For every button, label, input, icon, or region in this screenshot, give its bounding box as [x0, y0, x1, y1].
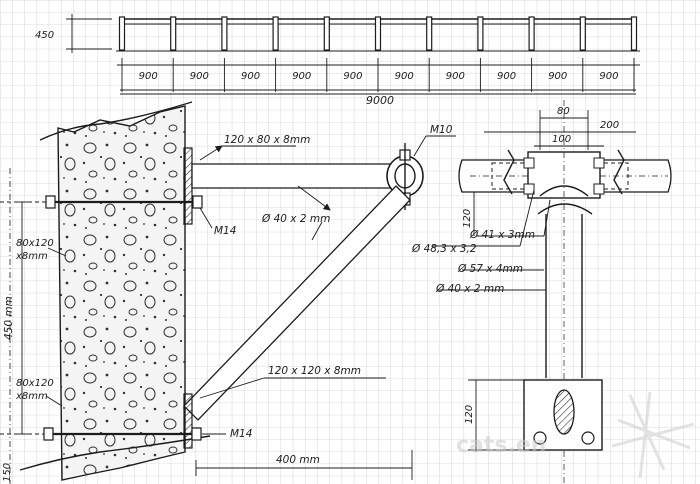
- span-label: 900: [497, 71, 516, 82]
- rail-post: [221, 16, 228, 51]
- plate-left-top-line2: x8mm: [15, 251, 48, 262]
- detail-dim-80: 80: [557, 106, 570, 117]
- clamp-label: M10: [430, 124, 453, 136]
- bolt-top-label: M14: [214, 225, 236, 237]
- concrete-wall: [57, 105, 186, 481]
- span-label: 900: [190, 71, 209, 82]
- plate-bottom-label: 120 x 120 x 8mm: [268, 365, 361, 377]
- detail-dim-120-vertical: 120: [462, 209, 473, 228]
- detail-dim-100: 100: [552, 134, 571, 145]
- bottom-anchor-plate: [183, 393, 193, 449]
- length-label: 400 mm: [276, 454, 320, 466]
- rail-post: [477, 16, 484, 51]
- tube-40-label: Ø 40 x 2 mm: [435, 283, 504, 295]
- plate-left-top-line1: 80x120: [16, 238, 54, 249]
- plate-top-label: 120 x 80 x 8mm: [224, 134, 310, 146]
- span-label: 900: [139, 71, 158, 82]
- span-label: 900: [599, 71, 618, 82]
- rail-post: [118, 16, 126, 51]
- rail-post: [323, 16, 330, 51]
- bolt-bottom-label: M14: [230, 428, 252, 440]
- rail-height-label: 450: [35, 30, 54, 41]
- rail-post: [272, 16, 279, 51]
- span-label: 900: [241, 71, 260, 82]
- detail-dim-200: 200: [600, 120, 619, 131]
- span-label: 900: [292, 71, 311, 82]
- plate-left-bottom-line2: x8mm: [15, 391, 48, 402]
- span-label: 900: [343, 71, 362, 82]
- rail-post: [579, 16, 586, 51]
- tube-41-label: Ø 41 x 3mm: [469, 229, 535, 241]
- tube-48-label: Ø 48,3 x 3,2: [411, 243, 477, 255]
- side-height-label: 450 mm: [3, 296, 15, 340]
- diagonal-brace: [183, 185, 411, 421]
- rail-post: [170, 16, 177, 51]
- span-label: 900: [548, 71, 567, 82]
- top-anchor-plate: [183, 147, 193, 225]
- watermark-text: cats.en: [456, 433, 546, 458]
- rail-post: [528, 16, 535, 51]
- plate-left-top-label: 80x120 x8mm: [15, 238, 54, 262]
- plate-left-bottom-line1: 80x120: [16, 378, 54, 389]
- horizontal-tube: [191, 163, 406, 189]
- plate-left-bottom-label: 80x120 x8mm: [15, 378, 54, 402]
- watermark: cats.en: [456, 391, 695, 479]
- rail-post: [630, 16, 638, 51]
- top-rail-elevation: 450 900 900 900 900 900 900 900 900 900 900 9000: [35, 14, 640, 107]
- rail-post: [426, 16, 433, 51]
- tube-57-label: Ø 57 x 4mm: [457, 263, 523, 275]
- rail-total-length-label: 9000: [366, 94, 394, 107]
- span-label: 900: [395, 71, 414, 82]
- side-view: 450 mm 120 x 80 x 8mm M10 M14 Ø 40 x 2 m…: [0, 101, 456, 484]
- rail-post: [374, 16, 382, 51]
- bottom-edge-label: 150: [2, 463, 13, 482]
- detail-view: 80 200 100 120 Ø 48,3 x 3,2 Ø 41 x 3mm Ø…: [411, 100, 672, 484]
- span-label: 900: [446, 71, 465, 82]
- detail-dim-120-bottom: 120: [464, 405, 475, 424]
- brace-tube-label: Ø 40 x 2 mm: [261, 213, 330, 225]
